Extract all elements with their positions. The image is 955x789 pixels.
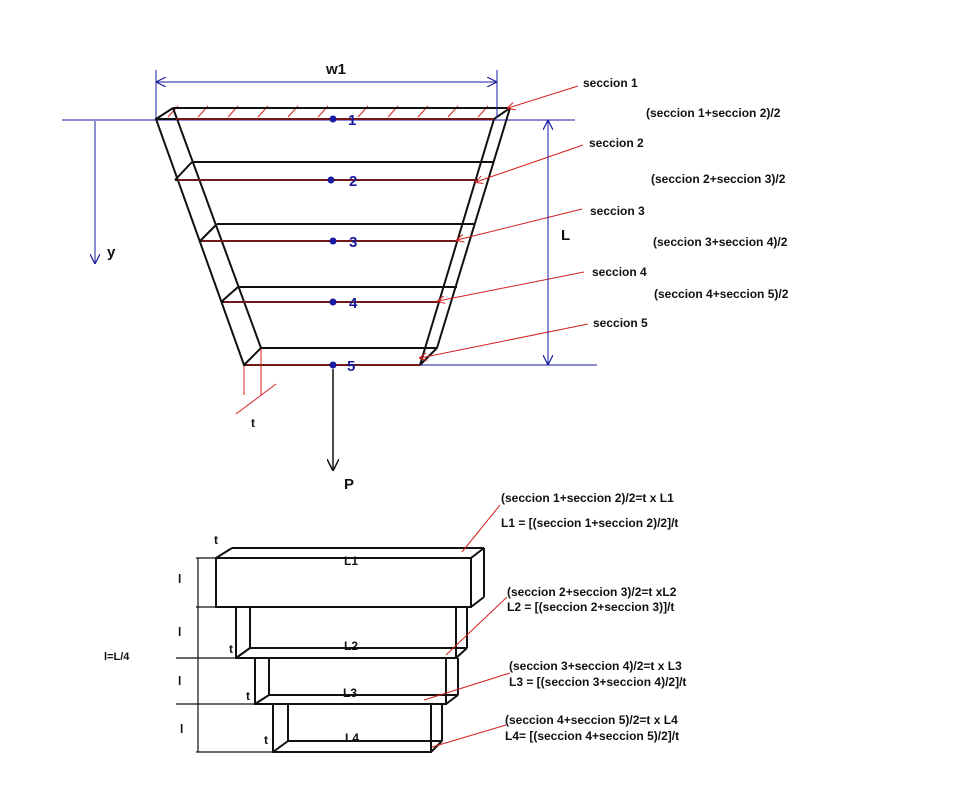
block-L1-label: L1 — [344, 554, 358, 568]
section-numbers: 1 2 3 4 5 — [347, 112, 358, 375]
y-label: y — [107, 244, 116, 261]
label-seccion-1: seccion 1 — [583, 76, 638, 90]
label-seccion-2: seccion 2 — [589, 136, 644, 150]
label-seccion-4: seccion 4 — [592, 265, 647, 279]
block-leaders — [423, 504, 511, 748]
stacked-blocks: L1 t L2 t L3 t — [104, 491, 686, 753]
average-labels: (seccion 1+seccion 2)/2 (seccion 2+secci… — [646, 106, 789, 301]
avg-3-4: (seccion 3+seccion 4)/2 — [653, 235, 788, 249]
formula-L4: L4= [(seccion 4+seccion 5)/2]/t — [505, 729, 679, 743]
t-dimension — [235, 349, 277, 415]
l-label-2: l — [178, 625, 181, 639]
t-label-L1: t — [214, 533, 218, 547]
section-labels: seccion 1 seccion 2 seccion 3 seccion 4 … — [583, 76, 648, 330]
l-formula: l=L/4 — [104, 651, 130, 663]
section-number-1: 1 — [348, 112, 356, 129]
section-number-4: 4 — [349, 295, 358, 312]
block-L1: L1 t — [214, 533, 485, 608]
eq-L2: (seccion 2+seccion 3)/2=t xL2 — [507, 585, 677, 599]
section-number-5: 5 — [347, 358, 355, 375]
l-label-4: l — [180, 722, 183, 736]
eq-L1: (seccion 1+seccion 2)/2=t x L1 — [501, 491, 674, 505]
t-label-L3: t — [246, 689, 250, 703]
l-dimension: l l l l l=L/4 — [104, 557, 273, 753]
section-centre-points — [327, 115, 337, 369]
load-arrow: P — [333, 369, 354, 493]
block-L3-label: L3 — [343, 686, 357, 700]
section-number-2: 2 — [349, 173, 357, 190]
label-seccion-3: seccion 3 — [590, 204, 645, 218]
eq-L4: (seccion 4+seccion 5)/2=t x L4 — [505, 713, 678, 727]
l-label-3: l — [178, 674, 181, 688]
formula-L3: L3 = [(seccion 3+seccion 4)/2]/t — [509, 675, 686, 689]
avg-2-3: (seccion 2+seccion 3)/2 — [651, 172, 786, 186]
l-label-1: l — [178, 572, 181, 586]
t-label-L2: t — [229, 642, 233, 656]
t-label-top: t — [251, 416, 255, 430]
formula-L2: L2 = [(seccion 2+seccion 3)]/t — [507, 600, 674, 614]
section-number-3: 3 — [349, 234, 357, 251]
block-L4: L4 t — [264, 703, 443, 753]
block-L2-label: L2 — [344, 639, 358, 653]
eq-L3: (seccion 3+seccion 4)/2=t x L3 — [509, 659, 682, 673]
label-seccion-5: seccion 5 — [593, 316, 648, 330]
L-dimension: L — [420, 121, 597, 366]
w1-label: w1 — [325, 61, 346, 78]
avg-1-2: (seccion 1+seccion 2)/2 — [646, 106, 781, 120]
w1-dimension: w1 — [155, 61, 498, 118]
P-label: P — [344, 476, 354, 493]
avg-4-5: (seccion 4+seccion 5)/2 — [654, 287, 789, 301]
y-axis: y — [95, 121, 116, 263]
section-leaders — [420, 85, 589, 358]
formula-L1: L1 = [(seccion 1+seccion 2)/2]/t — [501, 516, 678, 530]
L-label: L — [561, 227, 570, 244]
block-L2: L2 t — [229, 606, 468, 659]
t-label-L4: t — [264, 733, 268, 747]
tapered-bar: 1 2 3 4 5 seccion 1 seccion 2 seccion 3 … — [62, 61, 789, 493]
block-L4-label: L4 — [345, 731, 359, 745]
block-L3: L3 t — [246, 657, 459, 705]
block-equations: (seccion 1+seccion 2)/2=t x L1 L1 = [(se… — [501, 491, 686, 743]
